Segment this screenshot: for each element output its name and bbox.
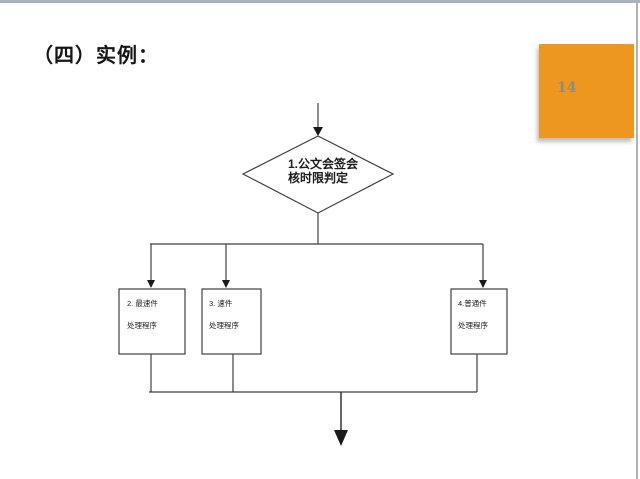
arrowhead-exit bbox=[334, 430, 348, 446]
decision-label-line2: 核时限判定 bbox=[288, 170, 348, 185]
process-box-2-line1: 2. 最速件 bbox=[127, 298, 158, 308]
page-number-box: 14 bbox=[539, 44, 634, 138]
process-box-2 bbox=[118, 288, 186, 355]
arrowhead-box4 bbox=[479, 280, 487, 288]
slide-top-border bbox=[0, 0, 640, 3]
process-box-3 bbox=[201, 288, 262, 355]
process-box-3-line2: 处理程序 bbox=[209, 320, 239, 330]
decision-label-line1: 1.公文会签会 bbox=[288, 156, 359, 171]
process-box-4-line1: 4.普通件 bbox=[458, 298, 487, 308]
process-box-2-line2: 处理程序 bbox=[127, 320, 157, 330]
process-box-3-line1: 3. 速件 bbox=[209, 298, 233, 308]
arrowhead-box2 bbox=[147, 280, 155, 288]
slide-right-border bbox=[636, 3, 638, 479]
page-number: 14 bbox=[557, 80, 577, 96]
arrowhead-entry bbox=[313, 127, 323, 136]
process-box-4-line2: 处理程序 bbox=[458, 320, 488, 330]
arrowhead-box3 bbox=[222, 280, 230, 288]
process-box-4 bbox=[450, 288, 508, 355]
slide-title: （四）实例： bbox=[33, 45, 159, 67]
